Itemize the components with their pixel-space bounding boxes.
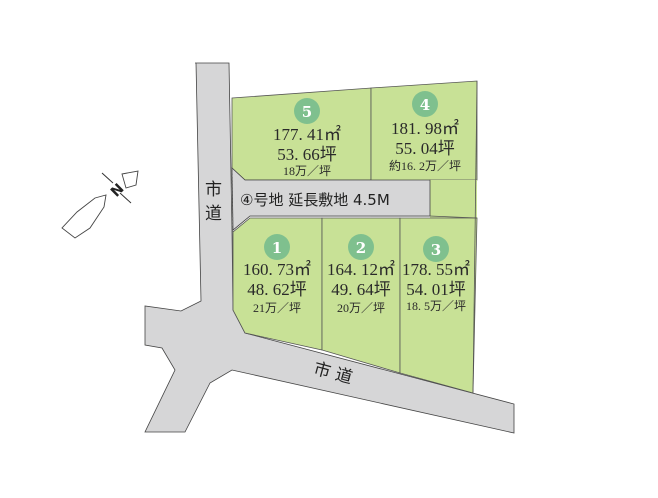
lot-tsubo: 48. 62坪 (247, 280, 307, 299)
lot-2-label: 2 164. 12㎡ 49. 64坪 20万／坪 (327, 234, 395, 315)
lot-5-label: 5 177. 41㎡ 53. 66坪 18万／坪 (273, 98, 341, 178)
lot-tsubo: 55. 04坪 (395, 139, 455, 158)
lot-number-badge (294, 98, 320, 124)
north-compass-icon: N (61, 170, 139, 239)
lot-number: 3 (431, 241, 441, 259)
lot-tsubo: 53. 66坪 (277, 145, 337, 164)
lot-divider (429, 215, 478, 219)
lot-number: 1 (272, 239, 282, 257)
vertical-road-label-2: 道 (205, 204, 222, 224)
lot-3-label: 3 178. 55㎡ 54. 01坪 18. 5万／坪 (402, 236, 470, 313)
vertical-road-label-1: 市 (205, 180, 222, 200)
lot-price: 18. 5万／坪 (406, 299, 466, 313)
lot-area: 160. 73㎡ (243, 260, 311, 279)
lot-price: 20万／坪 (337, 301, 385, 315)
lot-number: 2 (356, 239, 366, 257)
lot-number: 5 (302, 103, 312, 121)
lot-area: 177. 41㎡ (273, 125, 341, 144)
lot-area: 178. 55㎡ (402, 260, 470, 279)
lot-price: 約16. 2万／坪 (389, 158, 461, 173)
lots (231, 80, 478, 394)
flag-lot-strip-overlay (231, 167, 431, 231)
lot-tsubo: 54. 01坪 (406, 280, 466, 299)
lot-1-label: 1 160. 73㎡ 48. 62坪 21万／坪 (243, 234, 311, 315)
lot-divider (472, 80, 478, 394)
lot-tsubo: 49. 64坪 (331, 280, 391, 299)
lot-price: 18万／坪 (283, 164, 331, 178)
lot-number-badge (423, 236, 449, 262)
lot-number-badge (412, 91, 438, 117)
lot-4-label: 4 181. 98㎡ 55. 04坪 約16. 2万／坪 (389, 91, 461, 173)
flag-lot-label: ④号地 延長敷地 4.5M (240, 191, 390, 209)
lot-area: 181. 98㎡ (391, 119, 459, 138)
road-boundary-dash (231, 167, 234, 233)
lot-number-badge (264, 234, 290, 260)
lot-number: 4 (420, 96, 430, 114)
lot-price: 21万／坪 (253, 301, 301, 315)
lot-4-lower (430, 180, 477, 218)
lot-area: 164. 12㎡ (327, 260, 395, 279)
lot-number-badge (348, 234, 374, 260)
